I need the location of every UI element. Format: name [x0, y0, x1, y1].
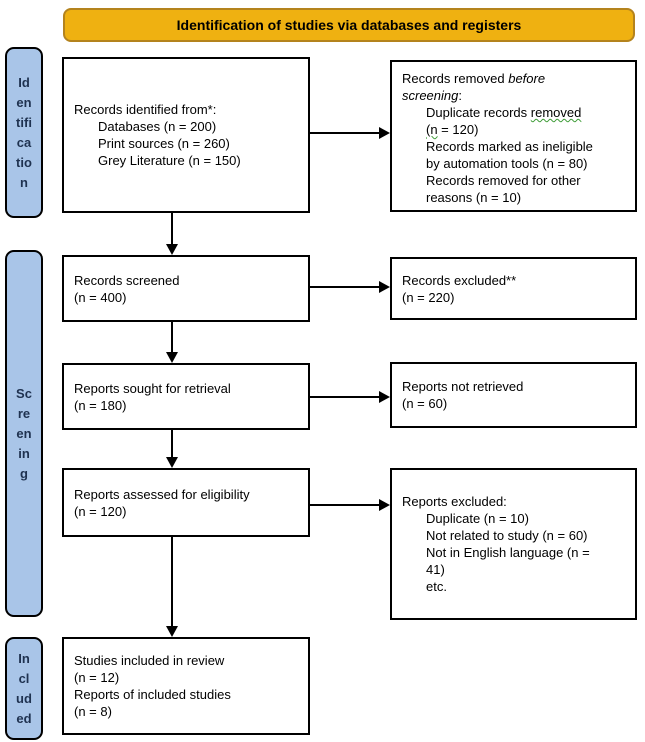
box-reports-not-retrieved-count: (n = 60) [402, 396, 448, 411]
box-records-removed-heading-line2: screening: [402, 87, 629, 104]
box-records-removed-other-line2: reasons (n = 10) [426, 190, 522, 205]
arrow-identified-to-removed-line [310, 132, 379, 134]
arrow-screened-to-sought-head [166, 352, 178, 363]
box-records-identified: Records identified from*: Databases (n =… [62, 57, 310, 213]
box-reports-sought-count: (n = 180) [74, 397, 127, 413]
box-reports-excluded-etc: etc. [426, 579, 447, 594]
arrow-identified-to-screened-head [166, 244, 178, 255]
box-records-screened-count: (n = 400) [74, 289, 127, 305]
arrow-screened-to-sought-line [171, 322, 173, 352]
box-studies-included: Studies included in review (n = 12) Repo… [62, 637, 310, 735]
stage-label-identification-text: Id en tifi ca tio n [16, 74, 32, 190]
box-studies-included-line2: Reports of included studies [74, 687, 231, 702]
box-reports-assessed: Reports assessed for eligibility (n = 12… [62, 468, 310, 537]
duplicates-count-rest: = 120) [437, 122, 479, 137]
box-records-removed-duplicates-count: (n = 120) [426, 121, 629, 138]
arrow-assessed-to-included-head [166, 626, 178, 637]
records-removed-colon: : [458, 88, 462, 103]
stage-label-screening-text: Sc re en in g [16, 385, 32, 481]
box-records-removed-heading-line1: Records removed before [402, 70, 629, 87]
duplicates-squiggle-word: removed [530, 105, 582, 120]
box-records-removed-automation-line2: by automation tools (n = 80) [426, 156, 588, 171]
records-removed-before-italic: before [508, 71, 546, 86]
arrow-identified-to-screened-line [171, 213, 173, 245]
box-reports-excluded-duplicate: Duplicate (n = 10) [426, 511, 529, 526]
box-reports-assessed-count: (n = 120) [74, 503, 127, 519]
duplicates-count-squiggle: (n [426, 122, 438, 137]
box-records-removed-other-line1: Records removed for other [426, 173, 581, 188]
box-studies-included-line1: Studies included in review [74, 653, 225, 668]
duplicates-text: Duplicate records [426, 105, 531, 120]
box-reports-sought: Reports sought for retrieval (n = 180) [62, 363, 310, 430]
arrow-screened-to-excluded-head [379, 281, 390, 293]
box-records-identified-databases: Databases (n = 200) [98, 119, 217, 134]
arrow-assessed-to-included-line [171, 537, 173, 626]
box-records-identified-grey: Grey Literature (n = 150) [98, 153, 241, 168]
box-records-removed: Records removed before screening: Duplic… [390, 60, 637, 212]
records-removed-screening-italic: screening [402, 88, 459, 103]
arrow-screened-to-excluded-line [310, 286, 379, 288]
box-studies-included-count1: (n = 12) [74, 670, 120, 685]
arrow-sought-to-not-retrieved-line [310, 396, 379, 398]
box-reports-assessed-line1: Reports assessed for eligibility [74, 486, 250, 502]
arrow-sought-to-not-retrieved-head [379, 391, 390, 403]
box-reports-excluded: Reports excluded: Duplicate (n = 10) Not… [390, 468, 637, 620]
box-reports-excluded-language-line2: 41) [426, 562, 445, 577]
box-records-removed-duplicates-line1: Duplicate records removed [426, 104, 629, 121]
diagram-title-banner: Identification of studies via databases … [63, 8, 635, 42]
box-studies-included-count2: (n = 8) [74, 704, 112, 719]
arrow-sought-to-assessed-head [166, 457, 178, 468]
box-records-excluded: Records excluded** (n = 220) [390, 257, 637, 320]
box-records-removed-automation-line1: Records marked as ineligible [426, 139, 593, 154]
box-records-screened-line1: Records screened [74, 272, 180, 288]
box-reports-excluded-heading: Reports excluded: [402, 494, 507, 509]
box-reports-not-retrieved-line1: Reports not retrieved [402, 379, 524, 394]
box-reports-excluded-not-related: Not related to study (n = 60) [426, 528, 588, 543]
box-reports-not-retrieved: Reports not retrieved (n = 60) [390, 362, 637, 428]
arrow-assessed-to-excluded-head [379, 499, 390, 511]
stage-label-screening: Sc re en in g [5, 250, 43, 617]
box-records-excluded-line1: Records excluded** [402, 272, 517, 288]
arrow-identified-to-removed-head [379, 127, 390, 139]
arrow-assessed-to-excluded-line [310, 504, 379, 506]
stage-label-identification: Id en tifi ca tio n [5, 47, 43, 218]
box-records-identified-heading: Records identified from*: [74, 102, 217, 117]
stage-label-included: In cl ud ed [5, 637, 43, 740]
box-records-excluded-count: (n = 220) [402, 289, 455, 305]
box-records-screened: Records screened (n = 400) [62, 255, 310, 322]
stage-label-included-text: In cl ud ed [16, 650, 32, 726]
records-removed-text: Records removed [402, 71, 509, 86]
box-records-identified-print: Print sources (n = 260) [98, 136, 230, 151]
arrow-sought-to-assessed-line [171, 430, 173, 457]
diagram-title: Identification of studies via databases … [176, 17, 522, 33]
box-reports-sought-line1: Reports sought for retrieval [74, 380, 231, 396]
box-reports-excluded-language-line1: Not in English language (n = [426, 545, 590, 560]
